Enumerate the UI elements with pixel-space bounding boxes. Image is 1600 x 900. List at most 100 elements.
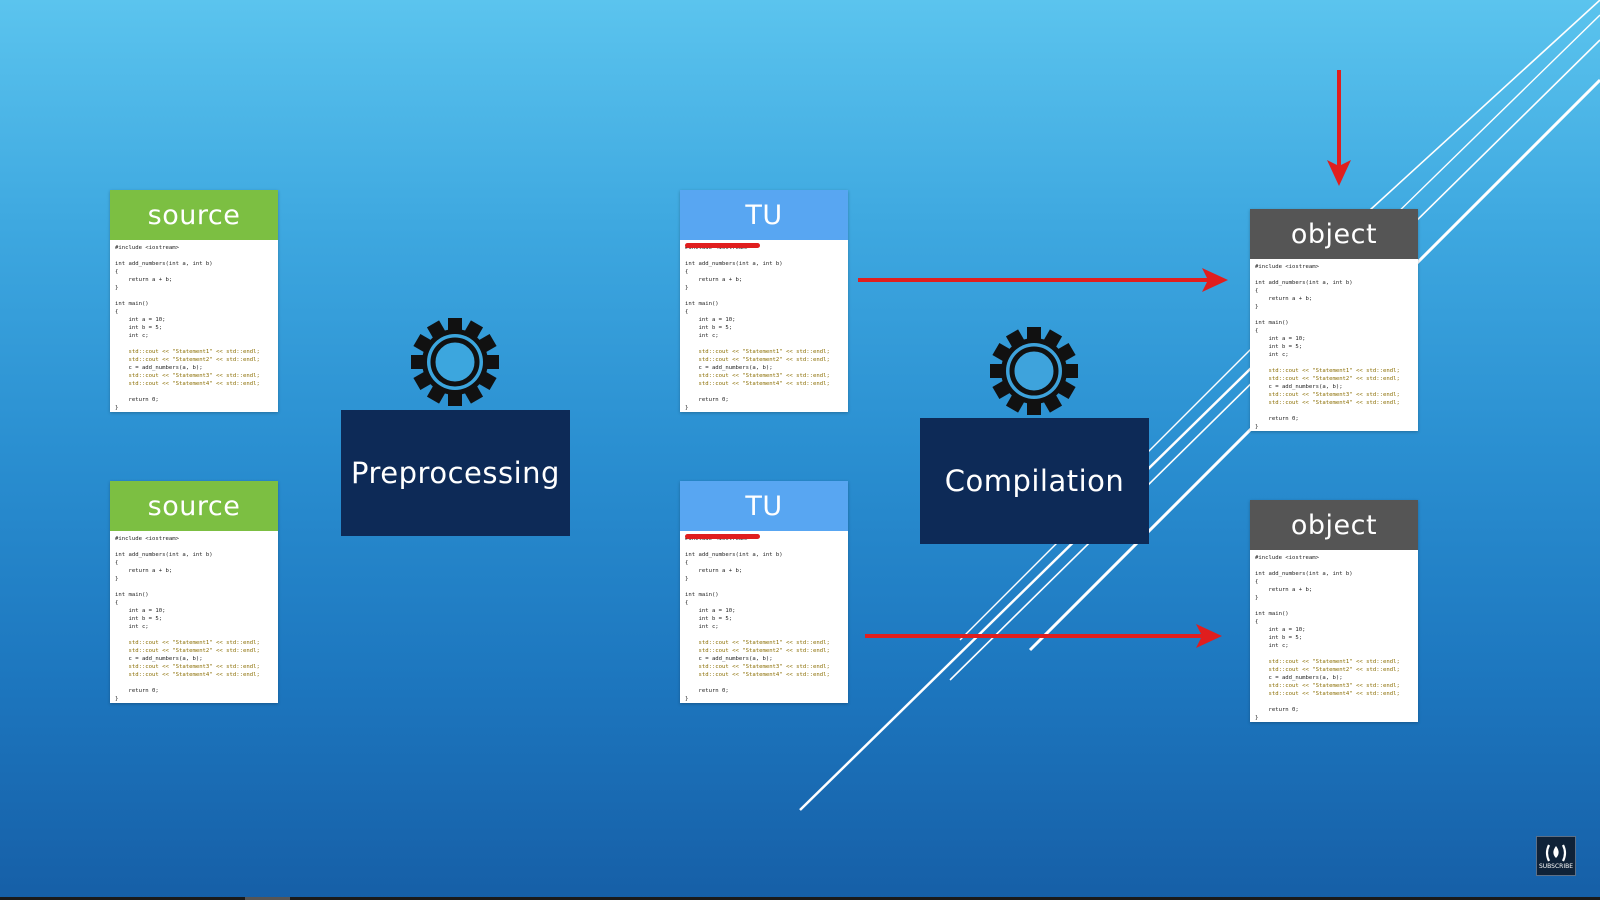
- code-line: std::cout << "Statement3" << std::endl;: [685, 373, 830, 379]
- subscribe-button[interactable]: SUBSCRIBE: [1536, 836, 1576, 876]
- code-line: [685, 583, 844, 591]
- channel-logo-icon: [1545, 844, 1567, 861]
- source-header: source: [110, 190, 278, 240]
- code-line: [115, 388, 274, 396]
- code-line: [115, 583, 274, 591]
- code-line: [1255, 698, 1414, 706]
- code-line: return 0;: [685, 688, 729, 694]
- code-line: [115, 340, 274, 348]
- include-strikeout: [685, 534, 760, 539]
- code-line: std::cout << "Statement3" << std::endl;: [115, 373, 260, 379]
- code-line: {: [115, 560, 119, 566]
- code-line: int main(): [685, 301, 719, 307]
- code-snippet: #include <iostream>int add_numbers(int a…: [680, 240, 848, 412]
- code-line: std::cout << "Statement4" << std::endl;: [685, 381, 830, 387]
- code-line: [1255, 650, 1414, 658]
- code-line: {: [1255, 619, 1259, 625]
- code-line: std::cout << "Statement3" << std::endl;: [1255, 683, 1400, 689]
- code-line: }: [115, 696, 119, 702]
- code-line: #include <iostream>: [1255, 264, 1319, 270]
- code-line: [115, 252, 274, 260]
- code-line: #include <iostream>: [1255, 555, 1319, 561]
- code-line: #include <iostream>: [685, 536, 749, 542]
- code-line: int c;: [685, 333, 719, 339]
- object-header: object: [1250, 500, 1418, 550]
- arrow-right-icon: [1196, 624, 1222, 648]
- object-header: object: [1250, 209, 1418, 259]
- code-line: [1255, 271, 1414, 279]
- code-line: }: [115, 405, 119, 411]
- code-line: std::cout << "Statement1" << std::endl;: [685, 640, 830, 646]
- video-progress-track[interactable]: [0, 897, 1600, 900]
- code-line: int add_numbers(int a, int b): [1255, 571, 1353, 577]
- code-line: {: [685, 269, 689, 275]
- code-line: return a + b;: [115, 568, 173, 574]
- code-snippet: #include <iostream> int add_numbers(int a…: [1250, 550, 1418, 722]
- code-line: }: [1255, 304, 1259, 310]
- code-line: {: [1255, 328, 1259, 334]
- include-strikeout: [685, 243, 760, 248]
- code-line: [685, 679, 844, 687]
- code-line: int main(): [115, 301, 149, 307]
- code-line: int b = 5;: [685, 616, 733, 622]
- code-line: [685, 543, 844, 551]
- code-line: [115, 631, 274, 639]
- gear-icon: [411, 318, 499, 406]
- code-snippet: #include <iostream> int add_numbers(int a…: [1250, 259, 1418, 431]
- code-line: }: [115, 285, 119, 291]
- code-line: std::cout << "Statement1" << std::endl;: [1255, 659, 1400, 665]
- code-line: int b = 5;: [115, 616, 163, 622]
- code-line: int a = 10;: [1255, 627, 1306, 633]
- code-line: std::cout << "Statement1" << std::endl;: [115, 349, 260, 355]
- gear-icon: [990, 327, 1078, 415]
- code-line: int main(): [115, 592, 149, 598]
- video-progress-marker: [245, 897, 290, 900]
- code-line: return 0;: [115, 397, 159, 403]
- code-line: }: [685, 696, 689, 702]
- code-line: return a + b;: [685, 277, 743, 283]
- code-line: return a + b;: [1255, 587, 1313, 593]
- tu-card-2: TU #include <iostream>int add_numbers(in…: [680, 481, 848, 703]
- code-line: int a = 10;: [685, 608, 736, 614]
- code-line: c = add_numbers(a, b);: [685, 656, 773, 662]
- code-line: [115, 292, 274, 300]
- code-line: int a = 10;: [1255, 336, 1306, 342]
- tu-header: TU: [680, 190, 848, 240]
- code-line: c = add_numbers(a, b);: [115, 365, 203, 371]
- code-line: [685, 292, 844, 300]
- code-line: std::cout << "Statement2" << std::endl;: [685, 357, 830, 363]
- code-line: int main(): [1255, 611, 1289, 617]
- code-line: {: [1255, 288, 1259, 294]
- code-line: [1255, 602, 1414, 610]
- code-line: std::cout << "Statement2" << std::endl;: [115, 357, 260, 363]
- code-line: {: [685, 309, 689, 315]
- code-line: int c;: [115, 333, 149, 339]
- code-line: int main(): [685, 592, 719, 598]
- code-line: int c;: [1255, 352, 1289, 358]
- code-line: std::cout << "Statement4" << std::endl;: [1255, 691, 1400, 697]
- code-line: }: [685, 405, 689, 411]
- code-line: }: [685, 576, 689, 582]
- code-line: int b = 5;: [1255, 344, 1303, 350]
- code-line: return 0;: [115, 688, 159, 694]
- code-line: int add_numbers(int a, int b): [1255, 280, 1353, 286]
- compilation-box: Compilation: [920, 418, 1149, 544]
- code-line: std::cout << "Statement1" << std::endl;: [115, 640, 260, 646]
- code-snippet: #include <iostream>int add_numbers(int a…: [110, 531, 278, 703]
- code-line: c = add_numbers(a, b);: [1255, 675, 1343, 681]
- code-line: {: [115, 309, 119, 315]
- source-card-2: source #include <iostream>int add_number…: [110, 481, 278, 703]
- decor-line: [1369, 0, 1600, 211]
- object-card-1: object #include <iostream> int add_number…: [1250, 209, 1418, 431]
- code-line: return 0;: [1255, 416, 1299, 422]
- decor-line: [799, 329, 1291, 811]
- decor-line: [1389, 14, 1600, 221]
- code-line: int add_numbers(int a, int b): [115, 552, 213, 558]
- code-line: int add_numbers(int a, int b): [115, 261, 213, 267]
- code-line: int b = 5;: [685, 325, 733, 331]
- code-line: std::cout << "Statement2" << std::endl;: [685, 648, 830, 654]
- code-line: c = add_numbers(a, b);: [685, 365, 773, 371]
- code-line: [685, 388, 844, 396]
- code-line: [685, 252, 844, 260]
